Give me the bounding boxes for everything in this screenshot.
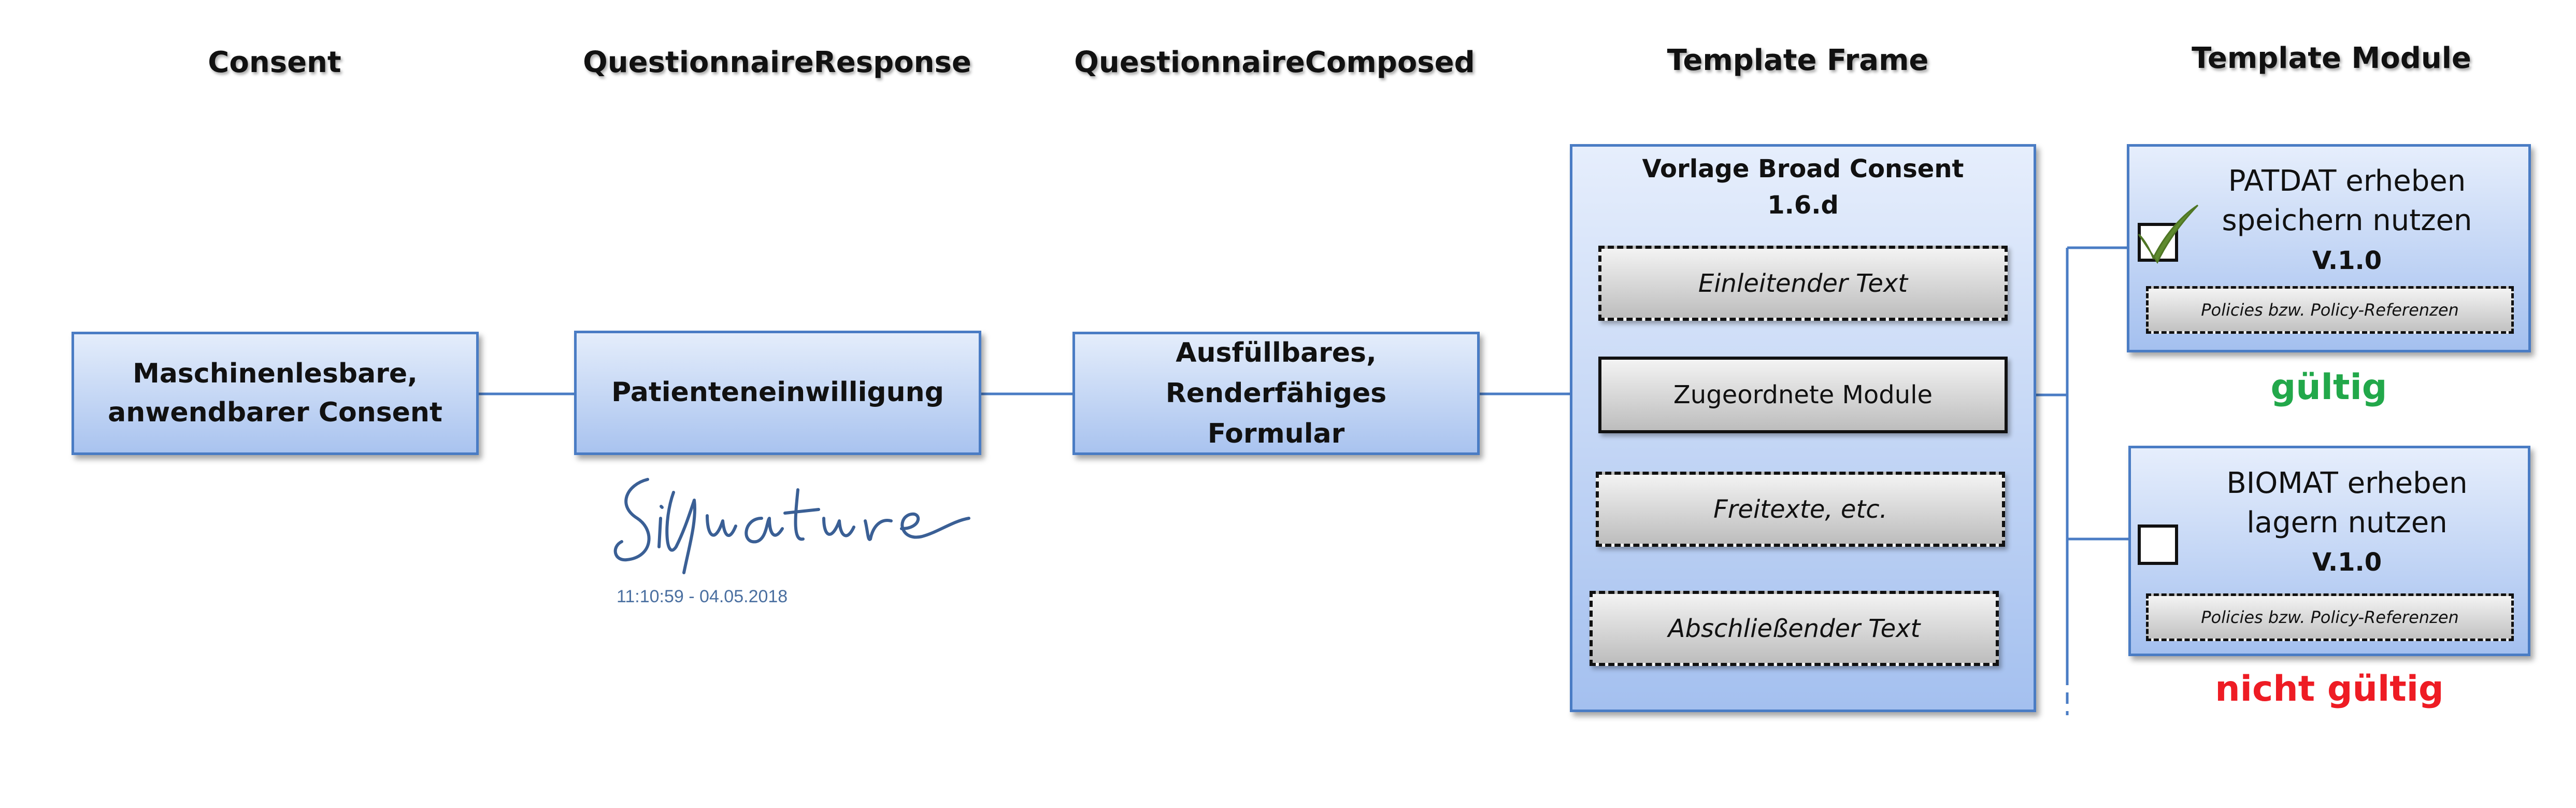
module-biomat-policies[interactable]: Policies bzw. Policy-Referenzen: [2146, 593, 2514, 641]
checkmark-icon: [2138, 204, 2199, 264]
module-biomat-title: BIOMAT erheben lagern nutzen: [2176, 464, 2518, 542]
module-biomat-version: V.1.0: [2312, 548, 2382, 577]
questionnaire-response-box[interactable]: Patienteneinwilligung: [574, 331, 981, 455]
module-patdat-title: PATDAT erheben speichern nutzen: [2176, 162, 2518, 240]
column-title-questionnaire-response: QuestionnaireResponse: [583, 46, 971, 79]
column-title-consent: Consent: [208, 46, 341, 79]
signature-timestamp: 11:10:59 - 04.05.2018: [617, 587, 788, 606]
module-biomat-title-line-1: BIOMAT erheben: [2226, 466, 2468, 500]
consent-box-line-2: anwendbarer Consent: [108, 397, 442, 428]
section-einleitender-text[interactable]: Einleitender Text: [1598, 246, 2008, 321]
module-biomat-checkbox[interactable]: [2138, 525, 2178, 565]
questionnaire-composed-box-line-3: Formular: [1207, 418, 1345, 449]
section-abschliessender-text-label: Abschließender Text: [1668, 614, 1921, 643]
section-freitexte-label: Freitexte, etc.: [1713, 494, 1887, 524]
section-zugeordnete-module-label: Zugeordnete Module: [1673, 380, 1933, 409]
module-patdat-version: V.1.0: [2312, 246, 2382, 275]
section-abschliessender-text[interactable]: Abschließender Text: [1590, 591, 1999, 666]
template-frame-title: Vorlage Broad Consent 1.6.d: [1570, 151, 2036, 223]
signature-image: [613, 478, 970, 574]
column-title-template-module: Template Module: [2192, 41, 2471, 75]
section-freitexte[interactable]: Freitexte, etc.: [1596, 472, 2005, 547]
questionnaire-composed-box-line-2: Renderfähiges: [1165, 378, 1387, 409]
module-biomat-status: nicht gültig: [2215, 669, 2444, 710]
module-patdat-status: gültig: [2270, 367, 2387, 408]
questionnaire-composed-box[interactable]: Ausfüllbares, Renderfähiges Formular: [1072, 332, 1480, 455]
section-einleitender-text-label: Einleitender Text: [1698, 268, 1908, 298]
module-patdat-policies[interactable]: Policies bzw. Policy-Referenzen: [2146, 286, 2514, 334]
questionnaire-response-box-label: Patienteneinwilligung: [611, 377, 944, 408]
consent-box[interactable]: Maschinenlesbare, anwendbarer Consent: [71, 332, 479, 455]
module-biomat-title-line-2: lagern nutzen: [2246, 505, 2448, 540]
consent-box-line-1: Maschinenlesbare,: [133, 358, 418, 389]
template-frame-title-name: Vorlage Broad Consent: [1642, 154, 1964, 183]
column-title-questionnaire-composed: QuestionnaireComposed: [1074, 46, 1475, 79]
module-patdat-title-line-2: speichern nutzen: [2222, 203, 2472, 237]
questionnaire-composed-box-line-1: Ausfüllbares,: [1176, 337, 1377, 368]
module-patdat-title-line-1: PATDAT erheben: [2228, 164, 2466, 198]
column-title-template-frame: Template Frame: [1667, 44, 1929, 77]
section-zugeordnete-module[interactable]: Zugeordnete Module: [1598, 357, 2008, 433]
template-frame-title-version: 1.6.d: [1767, 190, 1839, 220]
